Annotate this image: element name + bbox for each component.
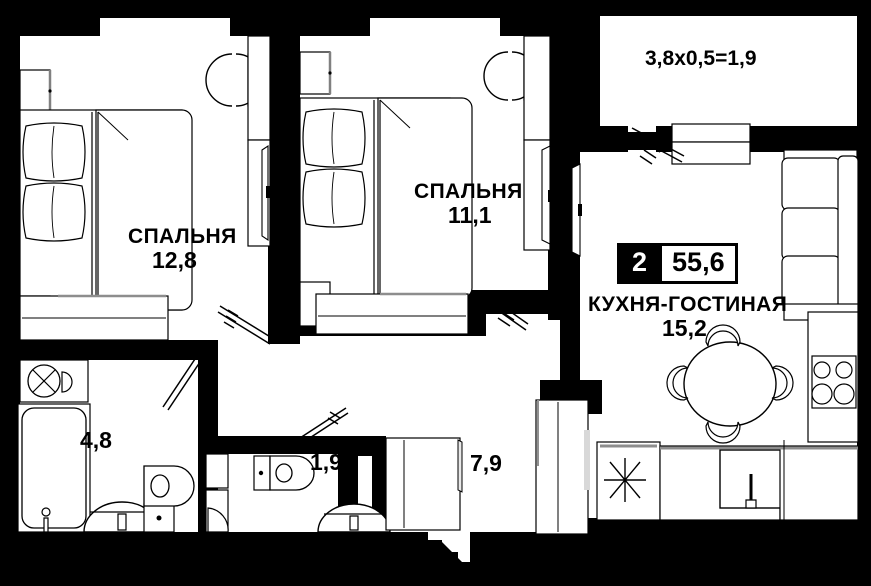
balcony-area-label: 3,8x0,5=1,9 — [645, 47, 757, 70]
kitchen-name-label: КУХНЯ-ГОСТИНАЯ — [588, 293, 788, 316]
hall-area-label: 7,9 — [470, 450, 502, 476]
kitchen-living-furniture — [596, 123, 859, 521]
wc-area-label: 1,9 — [310, 449, 342, 475]
bedroom2-furniture — [299, 35, 582, 335]
badge-total-area: 55,6 — [659, 246, 735, 281]
badge-room-count: 2 — [620, 246, 660, 281]
door-swing-arrows — [162, 127, 685, 444]
bedroom1-name-label: СПАЛЬНЯ — [128, 225, 237, 248]
bathroom-area-label: 4,8 — [80, 427, 112, 453]
bedroom2-area-label: 11,1 — [448, 202, 492, 228]
apartment-summary-badge: 2 55,6 — [617, 243, 738, 284]
bedroom1-area-label: 12,8 — [152, 247, 197, 273]
bathroom-fixtures — [17, 359, 195, 533]
hall-furniture — [385, 399, 590, 535]
bedroom2-name-label: СПАЛЬНЯ — [414, 180, 523, 203]
bedroom1-furniture — [19, 35, 271, 341]
kitchen-area-label: 15,2 — [662, 315, 707, 341]
